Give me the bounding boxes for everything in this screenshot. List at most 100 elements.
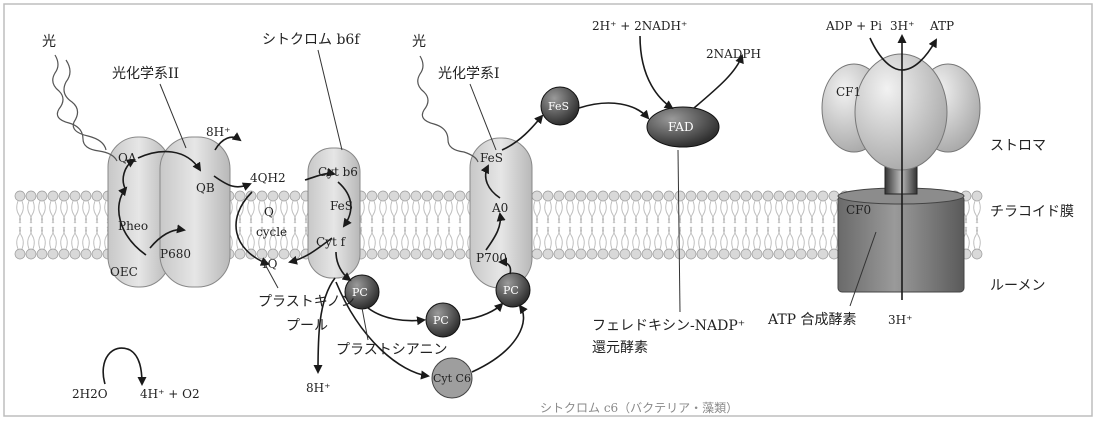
- lipid-head: [37, 249, 47, 259]
- lipid-head: [400, 191, 410, 201]
- label-pq-pool-line1: プラストキノン: [258, 294, 355, 310]
- mol-8h-bottom: 8H⁺: [306, 381, 330, 395]
- lipid-head: [653, 249, 663, 259]
- lipid-head: [807, 191, 817, 201]
- lipid-head: [785, 191, 795, 201]
- label-stroma: ストロマ: [990, 138, 1046, 154]
- mol-adp: ADP + Pi: [825, 19, 882, 33]
- lipid-head: [697, 249, 707, 259]
- lipid-head: [279, 249, 289, 259]
- lipid-head: [433, 249, 443, 259]
- mol-fes-ps1: FeS: [480, 151, 503, 165]
- leader-ps2: [160, 84, 186, 148]
- mol-p680: P680: [160, 247, 191, 261]
- lipid-head: [444, 191, 454, 201]
- cf1-head: [855, 54, 947, 170]
- lipid-head: [642, 191, 652, 201]
- mol-a0: A0: [491, 201, 508, 215]
- mol-pc-2: PC: [433, 314, 449, 327]
- lipid-head: [675, 191, 685, 201]
- mol-qa: QA: [118, 151, 137, 165]
- mol-o2: 4H⁺ + O2: [140, 387, 200, 401]
- lipid-head: [268, 191, 278, 201]
- lipid-head: [378, 191, 388, 201]
- lipid-head: [741, 249, 751, 259]
- lipid-head: [554, 249, 564, 259]
- mol-cyt-c6: Cyt C6: [433, 372, 471, 385]
- label-lumen: ルーメン: [990, 278, 1045, 294]
- mol-qb: QB: [196, 181, 215, 195]
- lipid-head: [81, 249, 91, 259]
- lipid-head: [708, 191, 718, 201]
- lipid-head: [422, 191, 432, 201]
- lipid-head: [730, 191, 740, 201]
- label-photosystem-ii: 光化学系II: [112, 66, 179, 82]
- light-wave-ps2-b: [64, 60, 106, 150]
- lipid-head: [37, 191, 47, 201]
- lipid-head: [675, 249, 685, 259]
- lipid-head: [730, 249, 740, 259]
- lipid-head: [719, 249, 729, 259]
- arrow-nadph-out: [694, 56, 742, 108]
- arrow-pc1-pc2: [368, 308, 424, 321]
- lipid-head: [26, 191, 36, 201]
- label-fnr-line2: 還元酵素: [592, 340, 648, 356]
- mol-4qh2: 4QH2: [250, 171, 286, 185]
- lipid-head: [697, 191, 707, 201]
- mol-cyt-f: Cyt f: [316, 235, 347, 249]
- lipid-head: [70, 249, 80, 259]
- mol-pc-1: PC: [352, 286, 368, 299]
- label-atp-synthase: ATP 合成酵素: [767, 312, 857, 328]
- lipid-head: [576, 191, 586, 201]
- mol-q: Q: [264, 205, 274, 219]
- lipid-head: [807, 249, 817, 259]
- mol-fes-fd: FeS: [548, 100, 569, 113]
- lipid-head: [785, 249, 795, 259]
- lipid-head: [389, 191, 399, 201]
- lipid-head: [389, 249, 399, 259]
- lipid-head: [235, 191, 245, 201]
- lipid-head: [48, 191, 58, 201]
- lipid-head: [631, 249, 641, 259]
- lipid-head: [70, 191, 80, 201]
- lipid-head: [92, 191, 102, 201]
- lipid-head: [565, 191, 575, 201]
- label-cyt-c6-note: シトクロム c6（バクテリア・藻類）: [540, 401, 738, 415]
- lipid-head: [642, 249, 652, 259]
- lipid-head: [532, 249, 542, 259]
- mol-8h-top: 8H⁺: [206, 125, 230, 139]
- mol-fes-cyt: FeS: [330, 199, 353, 213]
- lipid-head: [367, 191, 377, 201]
- lipid-head: [620, 249, 630, 259]
- lipid-head: [257, 191, 267, 201]
- lipid-head: [444, 249, 454, 259]
- lipid-head: [686, 191, 696, 201]
- mol-4q: 4Q: [260, 257, 278, 271]
- lipid-head: [455, 249, 465, 259]
- lipid-head: [609, 249, 619, 259]
- mol-nadph-out: 2NADPH: [706, 47, 761, 61]
- mol-cyt-b6: Cyt b6: [318, 165, 358, 179]
- lipid-head: [741, 191, 751, 201]
- lipid-head: [818, 249, 828, 259]
- leader-cytb6f: [318, 50, 342, 150]
- lipid-head: [763, 191, 773, 201]
- lipid-head: [598, 249, 608, 259]
- lipid-head: [708, 249, 718, 259]
- lipid-head: [774, 191, 784, 201]
- lipid-head: [686, 249, 696, 259]
- lipid-head: [664, 191, 674, 201]
- lipid-head: [576, 249, 586, 259]
- mol-3h-bottom: 3H⁺: [888, 313, 912, 327]
- lipid-head: [587, 249, 597, 259]
- lipid-head: [598, 191, 608, 201]
- label-light-ps2: 光: [42, 34, 56, 50]
- lipid-head: [411, 249, 421, 259]
- mol-cf0: CF0: [846, 203, 871, 217]
- lipid-head: [59, 191, 69, 201]
- lipid-head: [609, 191, 619, 201]
- lipid-head: [972, 249, 982, 259]
- lipid-head: [290, 191, 300, 201]
